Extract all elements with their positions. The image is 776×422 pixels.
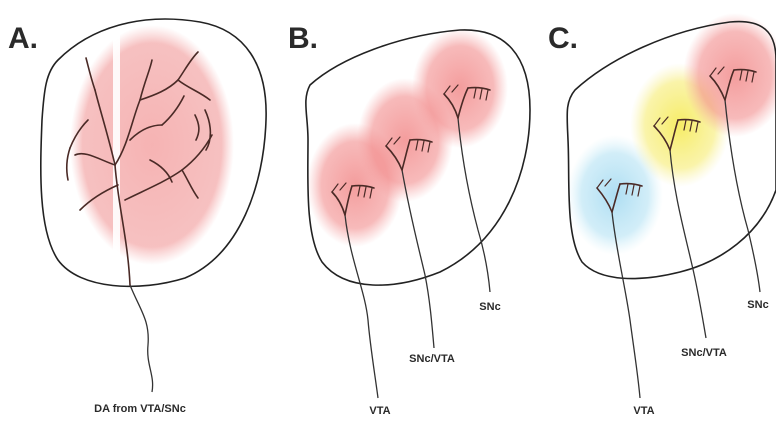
panel-a: A. DA from VTA/SNc — [8, 19, 266, 415]
panel-b-letter: B. — [288, 22, 318, 55]
panel-c-label-snc: SNc — [747, 299, 768, 311]
panel-c-label-snc-vta: SNc/VTA — [681, 347, 727, 359]
panel-c: C. VTA SNc/V — [548, 13, 776, 417]
panel-c-letter: C. — [548, 22, 578, 55]
panel-b-label-vta: VTA — [369, 405, 390, 417]
panel-c-label-vta: VTA — [633, 405, 654, 417]
panel-a-label: DA from VTA/SNc — [94, 403, 186, 415]
panel-b-label-snc-vta: SNc/VTA — [409, 353, 455, 365]
panel-a-letter: A. — [8, 22, 38, 55]
panel-a-white-stripe — [113, 25, 120, 265]
panel-b-field-snc — [412, 28, 508, 148]
panel-b-label-snc: SNc — [479, 301, 500, 313]
panel-b: B. VTA SNc/V — [288, 22, 530, 417]
